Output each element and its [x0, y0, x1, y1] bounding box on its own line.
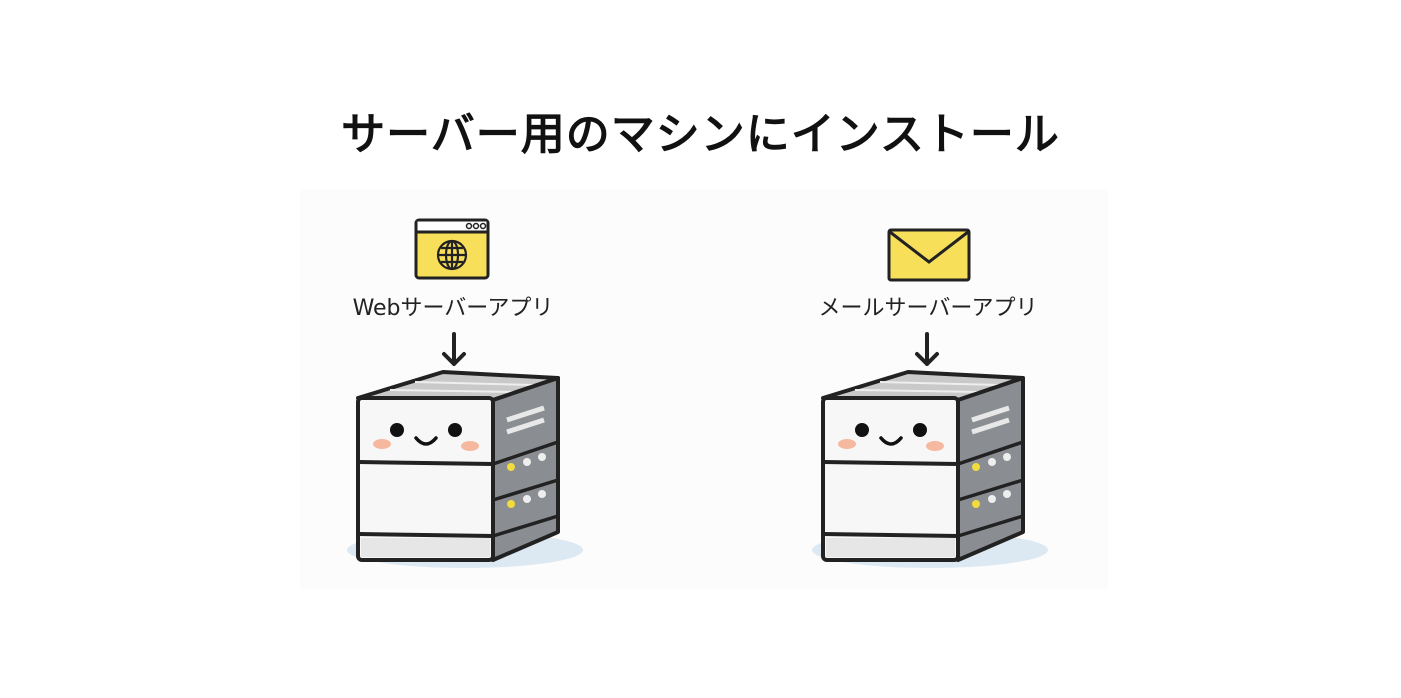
browser-globe-icon	[414, 218, 490, 280]
web-server-machine	[347, 370, 583, 568]
mail-server-app-label: メールサーバーアプリ	[818, 296, 1038, 321]
envelope-icon	[887, 228, 971, 282]
eye	[448, 423, 462, 437]
arrow-down-icon	[442, 332, 466, 366]
cheek	[838, 439, 856, 449]
cheek	[926, 441, 944, 451]
mail-server-machine	[812, 370, 1048, 568]
smile	[879, 436, 903, 446]
cheek	[373, 439, 391, 449]
web-server-app-label: Webサーバーアプリ	[352, 296, 554, 321]
smile	[414, 436, 438, 446]
server-front	[821, 396, 960, 562]
server-front	[356, 396, 495, 562]
eye	[855, 423, 869, 437]
arrow-down-icon	[915, 332, 939, 366]
eye	[913, 423, 927, 437]
cheek	[461, 441, 479, 451]
eye	[390, 423, 404, 437]
page-title: サーバー用のマシンにインストール	[341, 109, 1060, 160]
